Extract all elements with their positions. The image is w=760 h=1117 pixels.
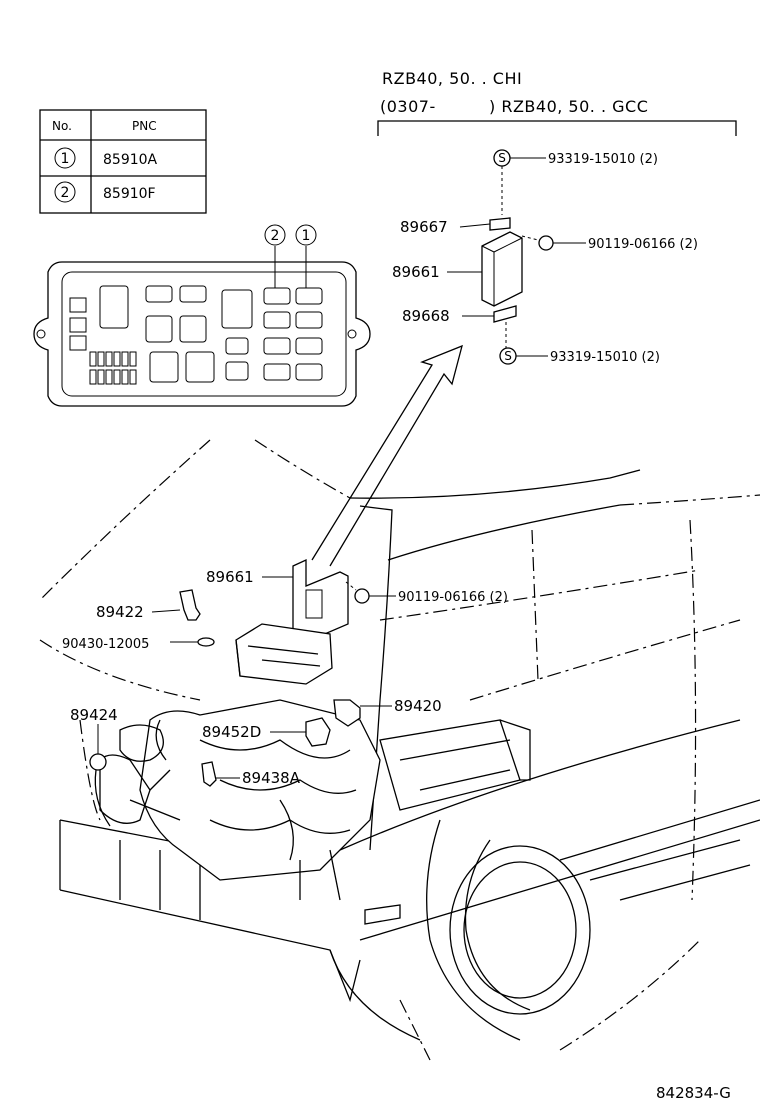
gasket-90430: 90430-12005 (62, 637, 215, 652)
header-line2-right: ) RZB40, 50. . GCC (489, 97, 648, 116)
table-row-pnc: 85910A (103, 152, 158, 168)
label-screw-bottom: 93319-15010 (2) (550, 350, 660, 365)
svg-text:S: S (504, 349, 512, 363)
ecu-upper-icon (481, 231, 523, 307)
svg-text:S: S (498, 151, 506, 165)
callout-circle-1 (54, 147, 76, 169)
sensor-icon (333, 699, 361, 727)
sensor-89424: 89424 (70, 706, 118, 771)
drawing-code: 842834-G (656, 1084, 731, 1102)
sensor-89422: 89422 (96, 589, 201, 621)
callout-circle-2 (264, 224, 286, 246)
bracket-lower-icon (493, 305, 517, 323)
relay-marker-2: 2 (271, 228, 280, 244)
relay-marker-1: 1 (302, 228, 311, 244)
sensor-89452d: 89452D (202, 717, 331, 747)
table-row-no: 1 (61, 151, 70, 167)
table-row: 2 85910F (54, 181, 156, 203)
relay-box: 2 1 (33, 224, 371, 407)
label-ecu-main: 89661 (206, 568, 254, 586)
header-line2-left: (0307- (380, 97, 436, 116)
table-row-no: 2 (61, 185, 70, 201)
label-bracket-lower: 89668 (402, 307, 450, 325)
label-screw-top: 93319-15010 (2) (548, 152, 658, 167)
ecu-upper-assembly: S 93319-15010 (2) 89667 89661 90119-0616… (392, 149, 698, 365)
bolt-icon (538, 235, 554, 251)
sensor-icon (179, 589, 201, 621)
table-header-pnc: PNC (132, 119, 157, 133)
table-row: 1 85910A (54, 147, 158, 169)
location-arrow (311, 344, 463, 567)
pnc-table: No. PNC 1 85910A 2 85910F (39, 109, 207, 214)
table-border (39, 109, 207, 214)
callout-circle-1 (295, 224, 317, 246)
sensor-89438a: 89438A (201, 761, 301, 787)
label-ecu-upper: 89661 (392, 263, 440, 281)
label-bolt-upper: 90119-06166 (2) (588, 237, 698, 252)
callout-circle-2 (54, 181, 76, 203)
label-bolt-main: 90119-06166 (2) (398, 590, 508, 605)
table-header-no: No. (52, 119, 72, 133)
sensor-89420: 89420 (333, 697, 442, 727)
gasket-icon (197, 637, 215, 647)
vehicle-outline (39, 439, 760, 1061)
sensor-icon (305, 717, 331, 747)
bracket-upper-icon (489, 217, 511, 231)
table-row-pnc: 85910F (103, 186, 156, 202)
label-sensor-right: 89420 (394, 697, 442, 715)
header-line1: RZB40, 50. . CHI (382, 69, 522, 88)
variant-header: RZB40, 50. . CHI (0307- ) RZB40, 50. . G… (377, 69, 737, 136)
label-sensor-452: 89452D (202, 723, 261, 741)
ecu-main-assembly: 89661 90119-06166 (2) (206, 558, 508, 643)
label-sensor-front: 89424 (70, 706, 118, 724)
bolt-icon (354, 588, 370, 604)
sensor-icon (89, 753, 107, 771)
label-sensor-left: 89422 (96, 603, 144, 621)
sensor-icon (201, 761, 217, 787)
label-sensor-438: 89438A (242, 769, 301, 787)
label-gasket: 90430-12005 (62, 637, 149, 652)
label-bracket-upper: 89667 (400, 218, 448, 236)
header-bracket (377, 120, 737, 136)
